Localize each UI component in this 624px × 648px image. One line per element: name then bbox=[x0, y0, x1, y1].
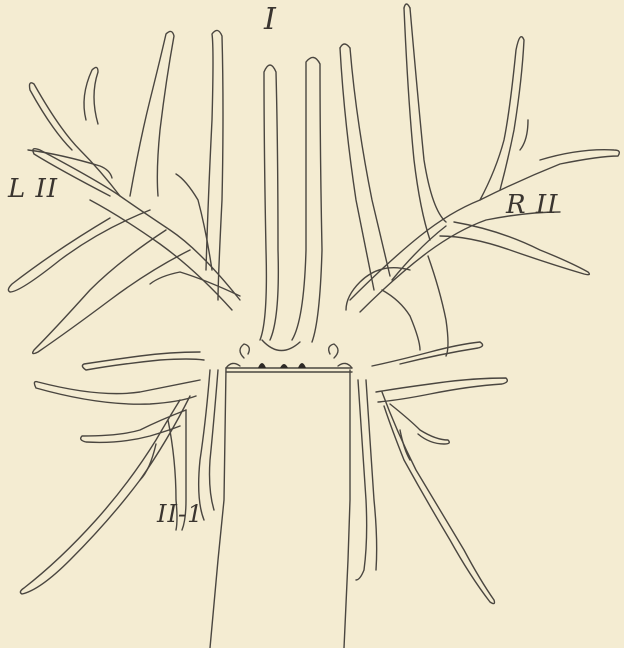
central-filaments bbox=[206, 4, 446, 351]
lower-left-branch bbox=[20, 352, 218, 594]
lower-right-branch bbox=[356, 342, 507, 604]
label-lower-left-branch: II-1 bbox=[157, 500, 203, 528]
label-right-branch: R II bbox=[506, 190, 558, 220]
label-left-branch: L II bbox=[8, 174, 58, 204]
right-branch bbox=[346, 37, 619, 356]
central-stem bbox=[210, 363, 352, 648]
stem-hooks bbox=[240, 344, 338, 368]
label-top: I bbox=[264, 2, 277, 37]
